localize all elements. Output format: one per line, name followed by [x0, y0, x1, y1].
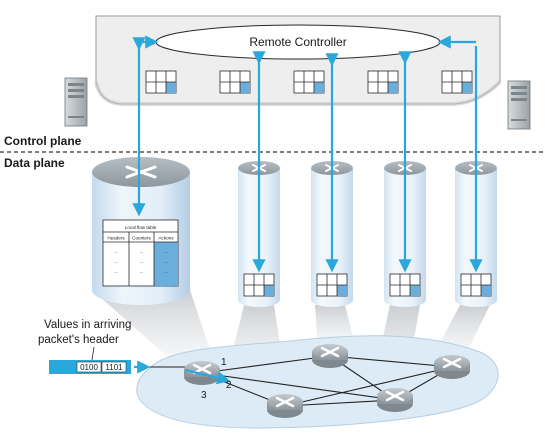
- controller-table-3: [293, 70, 325, 94]
- caption-pointer: [91, 346, 95, 361]
- cell: ...: [114, 249, 118, 254]
- server-right-icon: [507, 80, 531, 130]
- cell: ...: [164, 269, 168, 274]
- port-3-label: 3: [201, 390, 207, 401]
- cell: ...: [164, 249, 168, 254]
- router-5-icon: [375, 386, 415, 414]
- packet-field-2: 1101: [105, 363, 123, 372]
- local-flow-table: Local flow table Headers Counters Action…: [102, 219, 179, 287]
- port-2-label: 2: [226, 380, 232, 391]
- control-plane-label: Control plane: [4, 134, 82, 148]
- port-1-label: 1: [221, 357, 227, 368]
- controller-table-4: [367, 70, 399, 94]
- router-1-icon: [182, 359, 222, 387]
- column-actions: Actions: [158, 236, 174, 241]
- remote-controller-label: Remote Controller: [249, 35, 346, 49]
- column-headers: Headers: [107, 236, 125, 241]
- cell: ...: [140, 249, 144, 254]
- packet-caption-line1: Values in arriving: [44, 319, 131, 331]
- router-2-icon: [310, 342, 350, 370]
- cell: ...: [140, 259, 144, 264]
- data-plane-label: Data plane: [4, 156, 65, 170]
- packet: 0100 1101: [49, 360, 131, 374]
- controller-table-5: [441, 70, 473, 94]
- cell: ...: [114, 259, 118, 264]
- control-arrows: [132, 35, 483, 273]
- router-4-icon: [265, 392, 305, 420]
- flow-table-title: Local flow table: [125, 225, 157, 230]
- controller-table-2: [219, 70, 251, 94]
- server-left-icon: [64, 77, 88, 127]
- router-3-icon: [432, 353, 472, 381]
- controller-table-1: [145, 70, 177, 94]
- cell: ...: [114, 269, 118, 274]
- packet-field-1: 0100: [80, 363, 98, 372]
- control-plane: Remote Controller: [64, 15, 531, 130]
- column-counters: Counters: [132, 236, 151, 241]
- cell: ...: [164, 259, 168, 264]
- forwarding-arrow: [184, 368, 231, 385]
- packet-caption-line2: packet's header: [38, 334, 119, 346]
- cell: ...: [140, 269, 144, 274]
